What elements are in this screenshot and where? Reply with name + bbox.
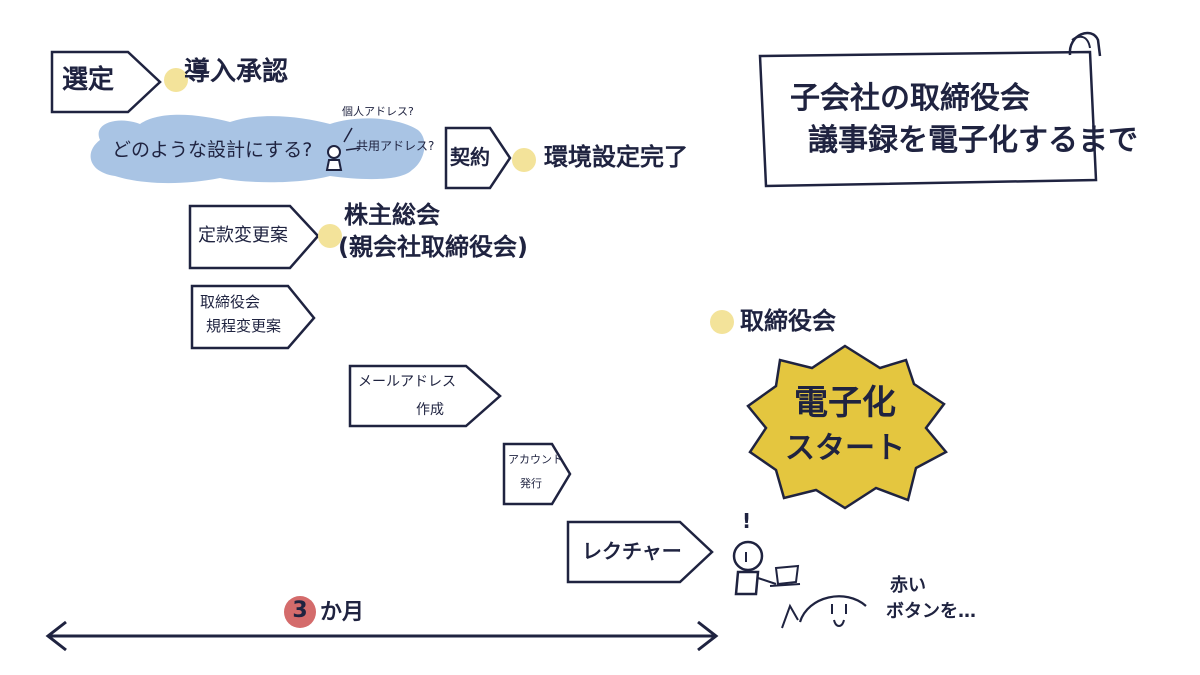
start-burst <box>746 344 948 510</box>
peeking-face <box>781 595 867 629</box>
step-board-rules-arrow <box>190 284 316 350</box>
step-select-label: 選定 <box>62 65 115 95</box>
step-contract-arrow <box>444 126 512 190</box>
laptop-icon <box>769 564 801 587</box>
step-account-line1: アカウント <box>508 453 563 466</box>
step-board-rules-line1: 取締役会 <box>200 293 261 311</box>
milestone-dot-board <box>710 310 734 334</box>
milestone-env-label: 環境設定完了 <box>544 143 688 171</box>
title-banner <box>758 31 1102 188</box>
duration-number: 3 <box>292 598 308 623</box>
note-personal-address: 個人アドレス? <box>342 105 414 118</box>
milestone-shareholders-line2: (親会社取締役会) <box>338 233 528 261</box>
speech-line1: 赤い <box>890 575 926 596</box>
person-icon <box>325 127 361 171</box>
milestone-dot-shareholders <box>318 224 342 248</box>
step-articles-label: 定款変更案 <box>198 225 288 246</box>
step-articles-arrow <box>188 204 320 270</box>
milestone-dot-env <box>512 148 536 172</box>
milestone-shareholders-line1: 株主総会 <box>344 201 440 229</box>
character-exclaim: ! <box>742 509 752 533</box>
burst-line2: スタート <box>785 431 905 466</box>
step-contract-label: 契約 <box>450 145 490 169</box>
burst-line1: 電子化 <box>794 383 896 423</box>
duration-number-circle <box>284 596 316 628</box>
milestone-approval-label: 導入承認 <box>184 57 289 87</box>
step-board-rules-line2: 規程変更案 <box>206 317 282 335</box>
timeline-arrow <box>45 620 719 652</box>
duration-unit: か月 <box>320 600 365 625</box>
step-lecture-label: レクチャー <box>582 539 682 563</box>
milestone-dot-approval <box>164 68 188 92</box>
scroll-curl <box>1068 31 1102 57</box>
step-lecture-arrow <box>566 520 714 584</box>
cloud-question: どのような設計にする? <box>112 139 313 161</box>
step-mail-line2: 作成 <box>416 402 444 418</box>
banner-line1: 子会社の取締役会 <box>790 81 1030 116</box>
milestone-board-label: 取締役会 <box>740 307 836 335</box>
step-mail-line1: メールアドレス <box>358 374 456 390</box>
step-account-arrow <box>502 442 572 506</box>
note-shared-address: 共用アドレス? <box>356 139 435 153</box>
speech-line2: ボタンを… <box>886 601 976 622</box>
step-account-line2: 発行 <box>520 477 542 490</box>
banner-line2: 議事録を電子化するまで <box>808 123 1138 158</box>
step-select-arrow <box>50 50 162 114</box>
step-mail-arrow <box>348 364 502 428</box>
character-figure <box>732 540 777 596</box>
